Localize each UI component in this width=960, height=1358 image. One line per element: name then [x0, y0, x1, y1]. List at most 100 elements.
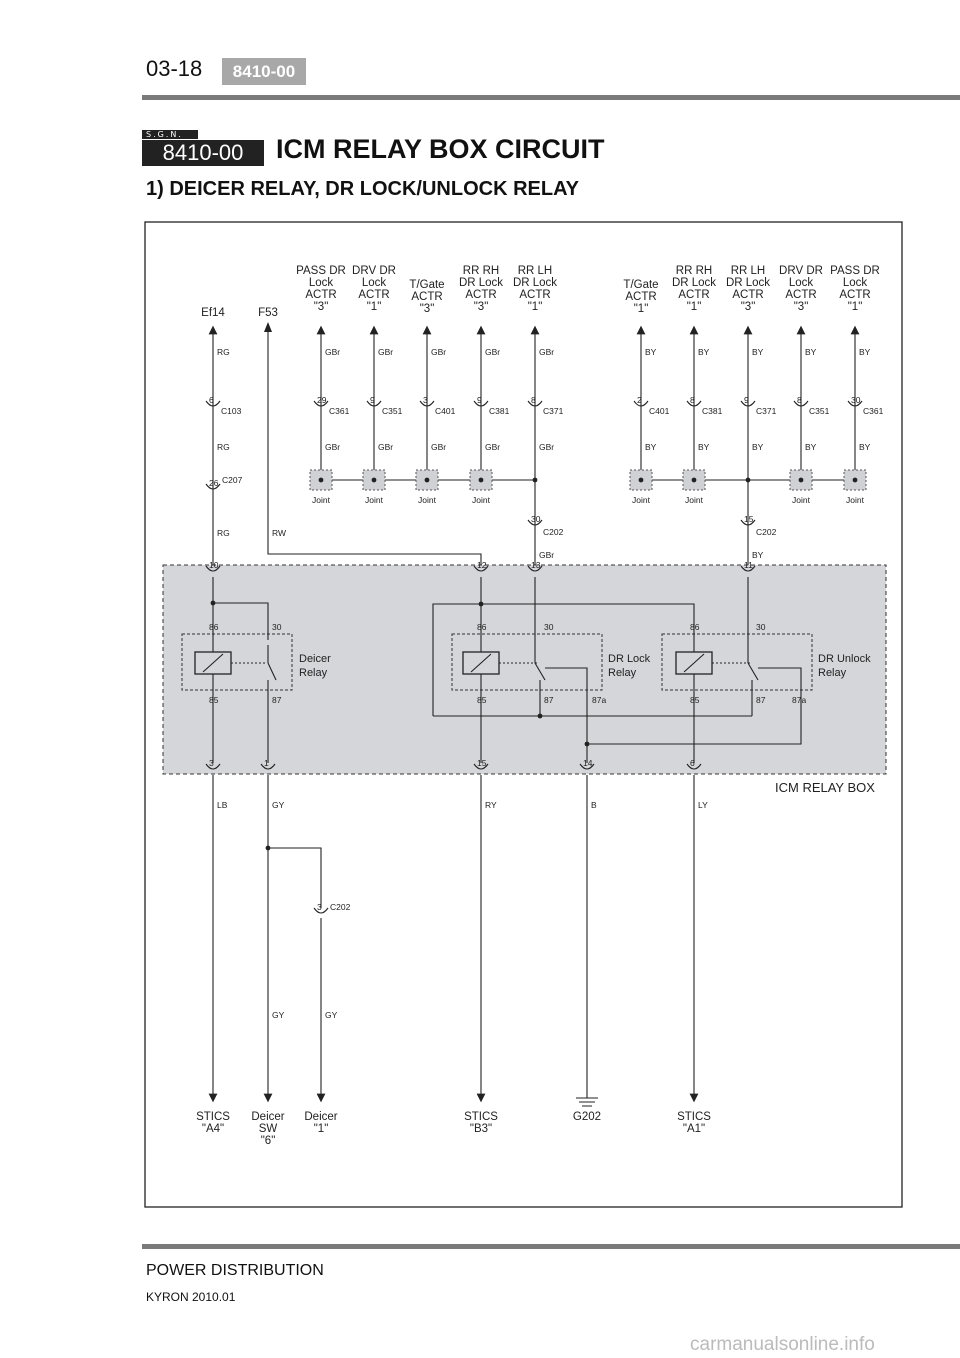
joint-label: Joint: [792, 495, 811, 505]
relay-label: DR Unlock: [818, 653, 871, 665]
connector-name: C202: [330, 902, 351, 912]
source-label: ACTR: [678, 289, 709, 301]
destination-label: Deicer: [304, 1111, 337, 1123]
splice-dot: [798, 477, 804, 483]
connector-pin: [473, 400, 489, 407]
connector-pin: [686, 400, 702, 407]
wire-color: GBr: [325, 347, 340, 357]
splice-dot: [852, 477, 858, 483]
pin-87: 87: [272, 695, 282, 705]
joint-label: Joint: [312, 495, 331, 505]
connector-pin-number: 8: [531, 395, 536, 405]
wire-color: GY: [272, 1010, 285, 1020]
ground-symbol: [576, 1097, 598, 1107]
splice-dot: [318, 477, 324, 483]
wire-color: GBr: [431, 442, 446, 452]
relay-label: Relay: [818, 667, 847, 679]
joint-label: Joint: [685, 495, 704, 505]
switch-blade: [267, 662, 277, 681]
destination-label: G202: [573, 1111, 601, 1123]
source-label: T/Gate: [409, 279, 444, 291]
section-title: ICM RELAY BOX CIRCUIT: [276, 134, 605, 164]
wire: [213, 602, 269, 640]
destination-label: SW: [259, 1123, 278, 1135]
connector-name: C202: [756, 527, 777, 537]
watermark: carmanualsonline.info: [690, 1334, 875, 1355]
destination-label: STICS: [196, 1111, 230, 1123]
pin-30: 30: [272, 622, 282, 632]
source-label: Lock: [843, 277, 868, 289]
box-pin-bottom: 6: [690, 758, 695, 768]
destination-label: STICS: [677, 1111, 711, 1123]
wire-color: RW: [272, 528, 286, 538]
source-label: DR Lock: [672, 277, 716, 289]
connector-pin: [686, 763, 702, 770]
connector-pin-number: 3: [423, 395, 428, 405]
connector-name: C103: [221, 406, 242, 416]
wire: [545, 667, 588, 744]
source-label: ACTR: [519, 289, 550, 301]
section-code: 8410-00: [142, 140, 264, 166]
connector-pin: [260, 763, 276, 770]
wire-color: GBr: [431, 347, 446, 357]
connector-pin-number: 29: [317, 395, 327, 405]
wire-color: B: [591, 800, 597, 810]
pin-87a: 87a: [592, 695, 606, 705]
relay-label: Relay: [299, 667, 328, 679]
joint-label: Joint: [418, 495, 437, 505]
connector-pin: [313, 907, 329, 914]
source-label: F53: [258, 307, 278, 319]
connector-pin-number: 2: [637, 395, 642, 405]
source-label: RR LH: [731, 265, 766, 277]
connector-pin-number: 6: [209, 395, 214, 405]
switch-blade: [534, 662, 546, 681]
source-label: "3": [794, 301, 809, 313]
wire-f53: [267, 332, 482, 565]
source-label: PASS DR: [296, 265, 346, 277]
source-label: ACTR: [465, 289, 496, 301]
wire-color: GBr: [378, 442, 393, 452]
wire-color: GBr: [539, 550, 554, 560]
switch-blade: [747, 662, 759, 681]
wire-color: LB: [217, 800, 228, 810]
diagram-frame: [144, 221, 903, 1208]
box-pin-bottom: 14: [583, 758, 593, 768]
source-label: "3": [741, 301, 756, 313]
connector-name: C351: [809, 406, 830, 416]
source-label: ACTR: [411, 291, 442, 303]
splice-dot: [478, 477, 484, 483]
relay-label: Relay: [608, 667, 637, 679]
destination-label: Deicer: [251, 1111, 284, 1123]
header-rule: [142, 95, 960, 100]
joint-label: Joint: [472, 495, 491, 505]
icm-relay-box: [162, 564, 887, 775]
connector-pin-number: 8: [690, 395, 695, 405]
source-label: "1": [367, 301, 382, 313]
destination-label: "A4": [202, 1123, 224, 1135]
source-label: "1": [634, 303, 649, 315]
connector-name: C351: [382, 406, 403, 416]
wire-color: BY: [752, 442, 764, 452]
wire: [268, 847, 322, 908]
relay-label: Deicer: [299, 653, 331, 665]
source-label: "1": [528, 301, 543, 313]
footer-section: POWER DISTRIBUTION: [146, 1262, 324, 1279]
wire-color: BY: [752, 347, 764, 357]
connector-pin: [473, 565, 489, 572]
wire-color: LY: [698, 800, 708, 810]
connector-pin-number: 30: [531, 514, 541, 524]
wire-color: BY: [859, 347, 871, 357]
source-label: "3": [314, 301, 329, 313]
connector-name: C381: [489, 406, 510, 416]
pin-86: 86: [209, 622, 219, 632]
wire-color: GBr: [539, 442, 554, 452]
source-label: "1": [687, 301, 702, 313]
wire-color: RY: [485, 800, 497, 810]
connector-pin: [579, 763, 595, 770]
wire-color: BY: [645, 347, 657, 357]
connector-pin: [527, 519, 543, 526]
wire-color: BY: [698, 347, 710, 357]
wire-color: RG: [217, 442, 230, 452]
source-label: PASS DR: [830, 265, 880, 277]
connector-name: C361: [863, 406, 884, 416]
